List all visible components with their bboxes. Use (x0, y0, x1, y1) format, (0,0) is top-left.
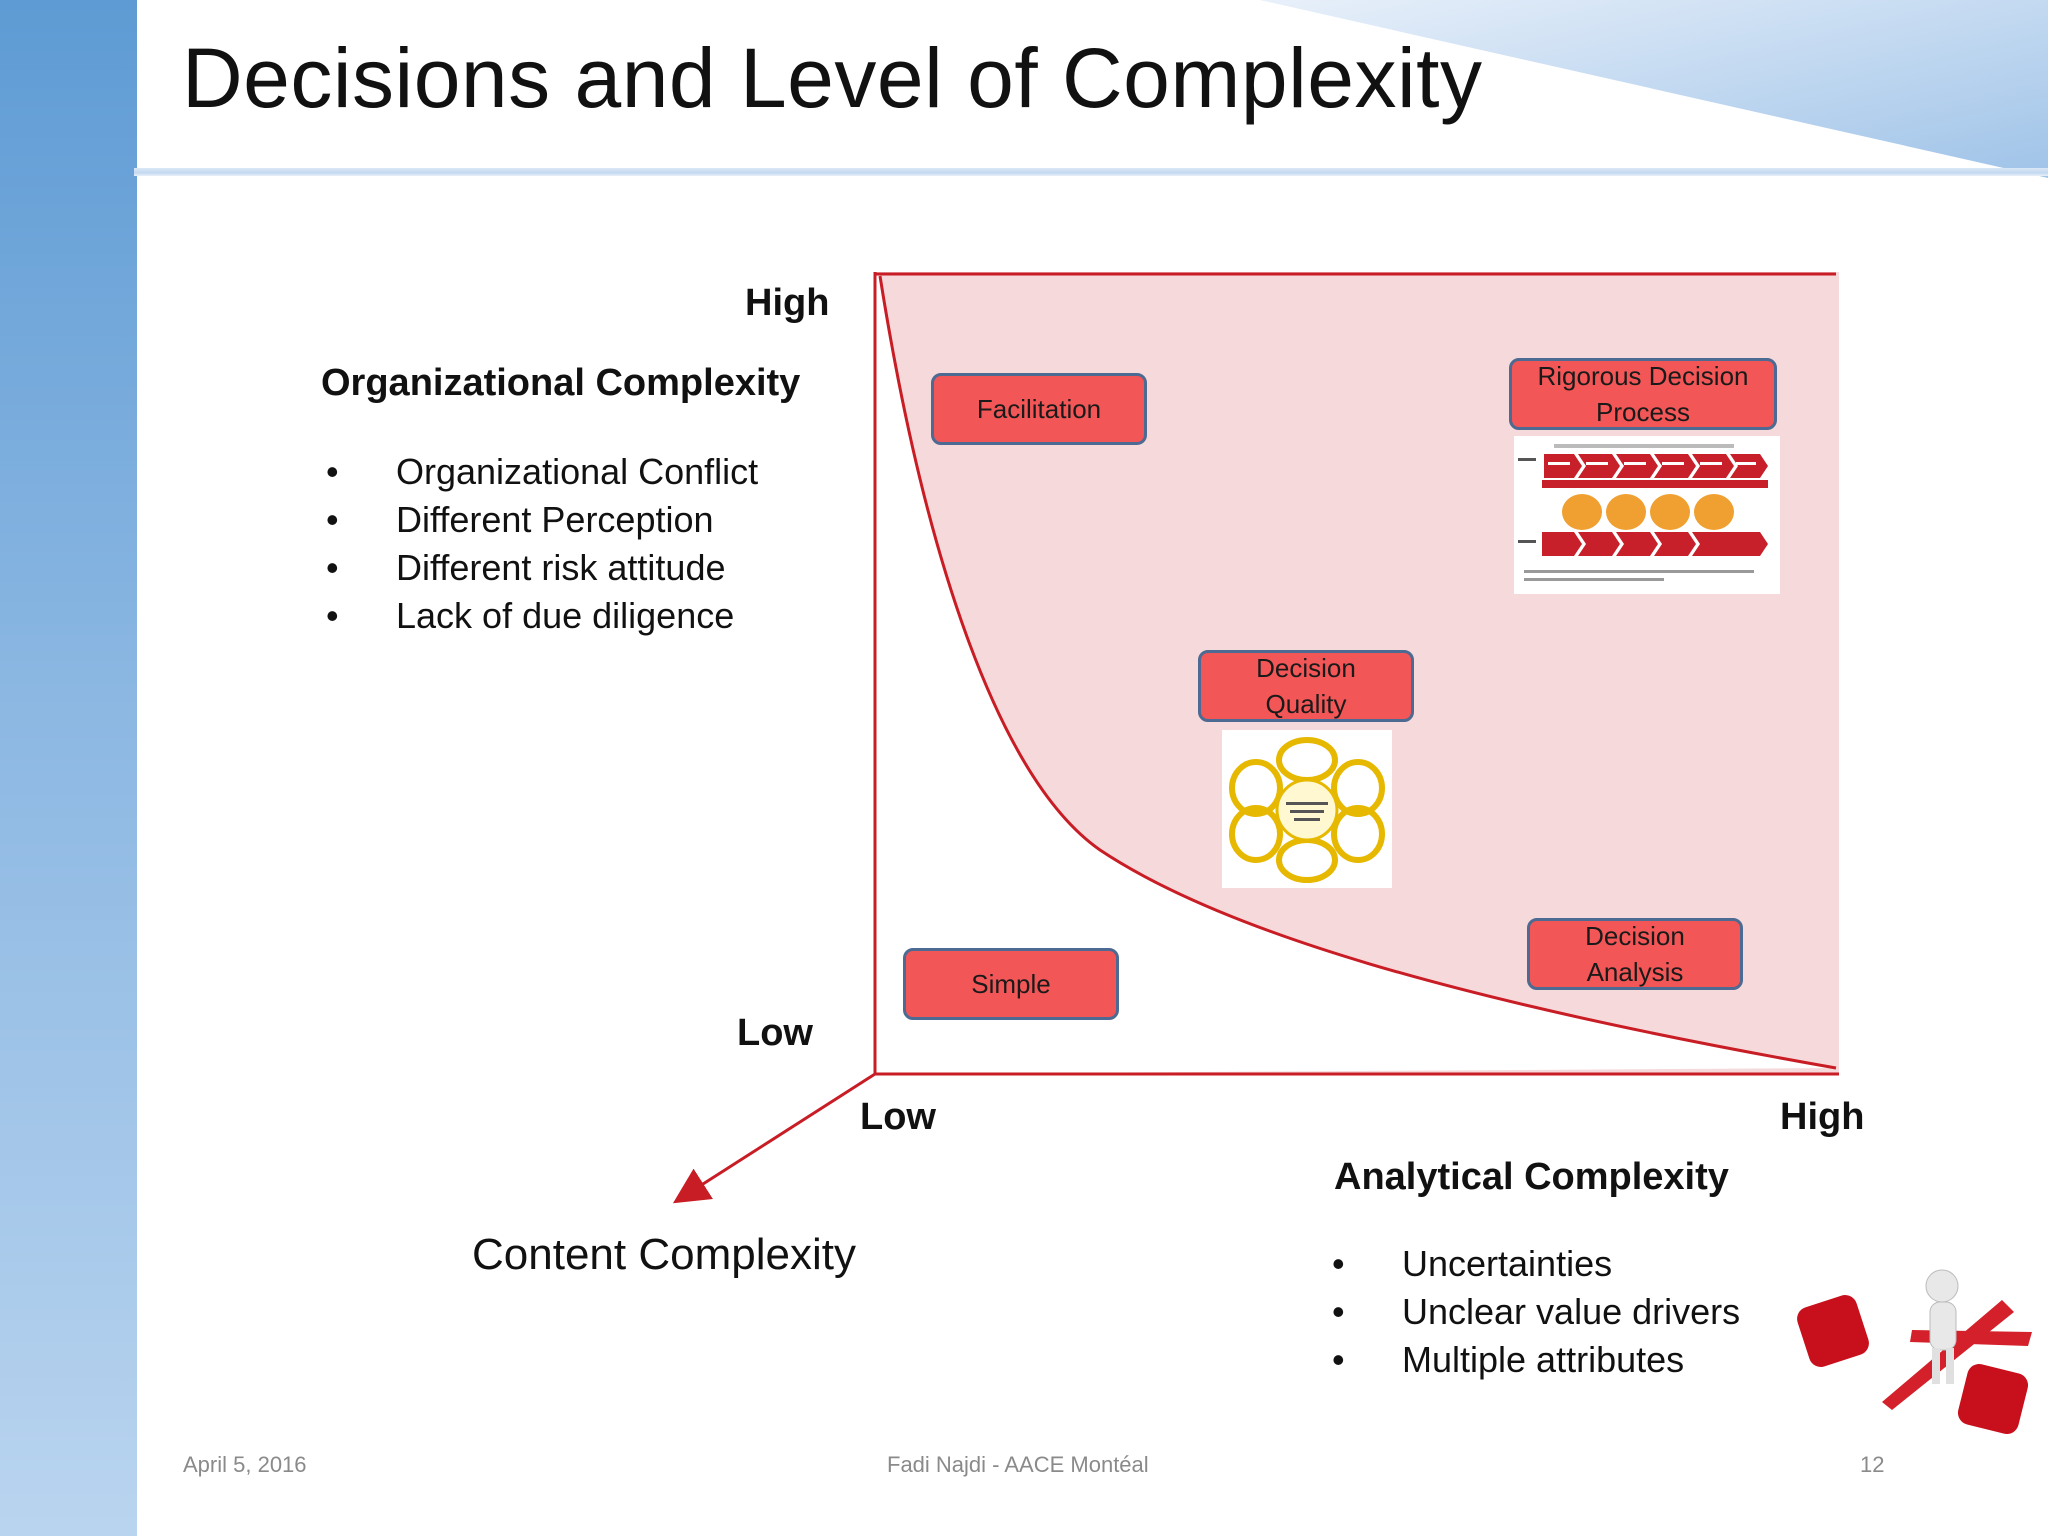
list-item: •Uncertainties (1332, 1240, 1740, 1288)
organizational-bullet-list: •Organizational Conflict •Different Perc… (326, 448, 758, 640)
bullet-glyph: • (326, 499, 339, 540)
list-item: •Different Perception (326, 496, 758, 544)
list-item: •Lack of due diligence (326, 592, 758, 640)
x-axis-high-label: High (1780, 1096, 1865, 1138)
organizational-complexity-heading: Organizational Complexity (321, 362, 801, 404)
title-divider (134, 168, 2048, 176)
header-decoration (1260, 0, 2048, 178)
content-complexity-arrow (672, 1072, 876, 1204)
bullet-glyph: • (1332, 1291, 1345, 1332)
y-axis-low-label: Low (737, 1012, 813, 1054)
risk-dice-figure-image (1797, 1269, 2032, 1435)
x-axis-low-label: Low (860, 1096, 936, 1138)
footer-page-number: 12 (1860, 1452, 1885, 1477)
bullet-glyph: • (326, 595, 339, 636)
decision-quality-chain-image (1222, 730, 1392, 888)
decision-analysis-node: Decision Analysis (1527, 918, 1743, 990)
footer-author: Fadi Najdi - AACE Montéal (887, 1452, 1149, 1477)
content-complexity-label: Content Complexity (472, 1230, 856, 1279)
bullet-glyph: • (1332, 1243, 1345, 1284)
analytical-complexity-heading: Analytical Complexity (1334, 1156, 1729, 1198)
slide-title: Decisions and Level of Complexity (182, 31, 1483, 125)
dialogue-decision-process-image (1514, 436, 1780, 594)
list-item: •Organizational Conflict (326, 448, 758, 496)
list-item: •Different risk attitude (326, 544, 758, 592)
bullet-glyph: • (326, 547, 339, 588)
facilitation-node: Facilitation (931, 373, 1147, 445)
y-axis-high-label: High (745, 282, 830, 324)
simple-node: Simple (903, 948, 1119, 1020)
footer-date: April 5, 2016 (183, 1452, 307, 1477)
complexity-curve (878, 275, 1837, 1070)
left-accent-bar (0, 0, 137, 1536)
bullet-glyph: • (1332, 1339, 1345, 1380)
list-item: •Unclear value drivers (1332, 1288, 1740, 1336)
rigorous-decision-process-node: Rigorous Decision Process (1509, 358, 1777, 430)
decision-quality-node: Decision Quality (1198, 650, 1414, 722)
analytical-bullet-list: •Uncertainties •Unclear value drivers •M… (1332, 1240, 1740, 1384)
list-item: •Multiple attributes (1332, 1336, 1740, 1384)
bullet-glyph: • (326, 451, 339, 492)
low-complexity-area (875, 276, 1836, 1074)
